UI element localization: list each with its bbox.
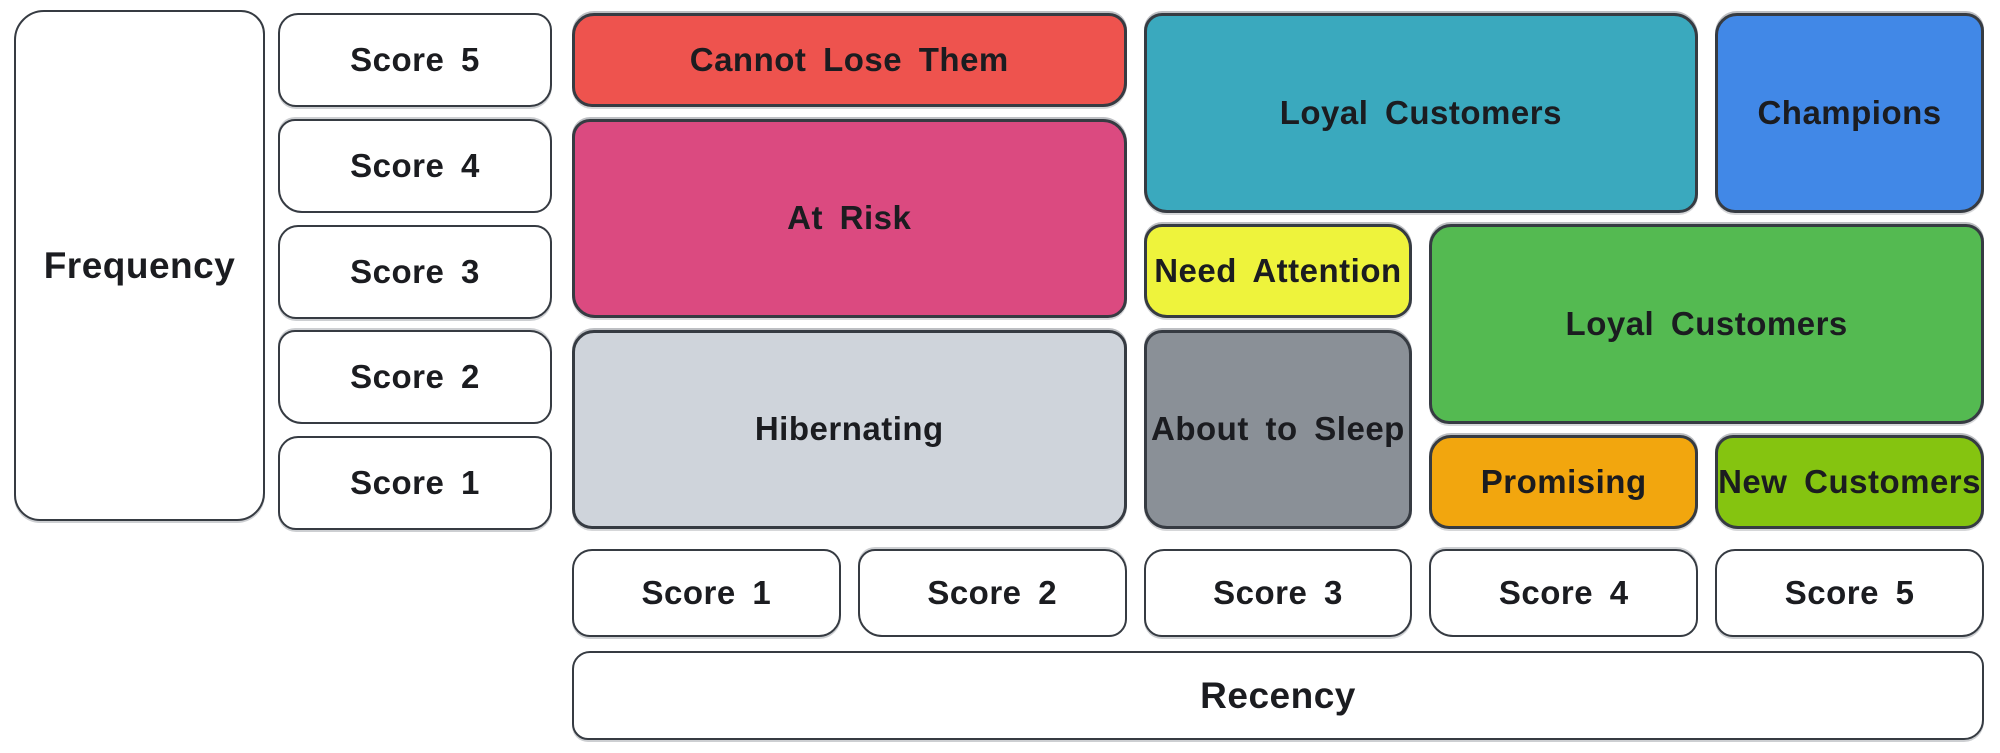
segment-label: Hibernating xyxy=(754,410,944,448)
frequency-score-column: Score 5 Score 4 Score 3 Score 2 Score 1 xyxy=(278,13,552,530)
freq-score-box-score-2: Score 2 xyxy=(278,330,552,425)
freq-score-box-score-1: Score 1 xyxy=(278,436,552,530)
freq-score-label: Score 1 xyxy=(350,464,480,501)
segment-at-risk: At Risk xyxy=(572,118,1127,318)
recency-score-box-score-5: Score 5 xyxy=(1715,549,1984,637)
segment-loyal-customers: Loyal Customers xyxy=(1143,13,1699,213)
segment-label: New Customers xyxy=(1718,463,1981,500)
segment-label: At Risk xyxy=(787,199,912,237)
recency-score-label: Score 3 xyxy=(1213,574,1343,611)
freq-score-label: Score 3 xyxy=(350,252,480,290)
segment-about-to-sleep: About to Sleep xyxy=(1143,329,1413,529)
segment-label: Loyal Customers xyxy=(1279,93,1562,131)
segment-label: Loyal Customers xyxy=(1565,304,1848,342)
segment-label: Need Attention xyxy=(1154,252,1402,289)
segment-label: Champions xyxy=(1757,93,1942,131)
recency-axis-label: Recency xyxy=(1200,674,1356,716)
recency-score-box-score-1: Score 1 xyxy=(572,549,841,637)
segment-loyal-customers: Loyal Customers xyxy=(1429,224,1984,424)
recency-score-label: Score 1 xyxy=(641,574,772,611)
segment-label: About to Sleep xyxy=(1151,410,1405,448)
segment-new-customers: New Customers xyxy=(1715,435,1984,529)
freq-score-label: Score 5 xyxy=(350,41,480,78)
freq-score-box-score-4: Score 4 xyxy=(278,118,552,213)
recency-score-row: Score 1 Score 2 Score 3 Score 4 Score 5 xyxy=(572,549,1984,637)
freq-score-box-score-5: Score 5 xyxy=(278,13,552,107)
frequency-axis-box: Frequency xyxy=(14,10,265,521)
segment-label: Promising xyxy=(1480,463,1647,500)
segment-need-attention: Need Attention xyxy=(1143,224,1413,318)
segment-promising: Promising xyxy=(1429,435,1699,529)
recency-score-box-score-2: Score 2 xyxy=(857,549,1127,637)
recency-score-label: Score 5 xyxy=(1784,574,1915,611)
recency-score-box-score-3: Score 3 xyxy=(1143,549,1413,637)
recency-score-label: Score 4 xyxy=(1498,574,1629,611)
freq-score-label: Score 2 xyxy=(350,358,480,396)
segment-champions: Champions xyxy=(1715,13,1984,213)
recency-score-box-score-4: Score 4 xyxy=(1429,549,1699,637)
freq-score-label: Score 4 xyxy=(350,146,480,184)
frequency-axis-label: Frequency xyxy=(43,244,236,286)
segment-label: Cannot Lose Them xyxy=(689,41,1009,78)
segment-cannot-lose-them: Cannot Lose Them xyxy=(572,13,1127,107)
recency-score-label: Score 2 xyxy=(927,574,1058,611)
recency-axis-box: Recency xyxy=(572,651,1984,740)
segment-hibernating: Hibernating xyxy=(572,329,1127,529)
freq-score-box-score-3: Score 3 xyxy=(278,224,552,319)
